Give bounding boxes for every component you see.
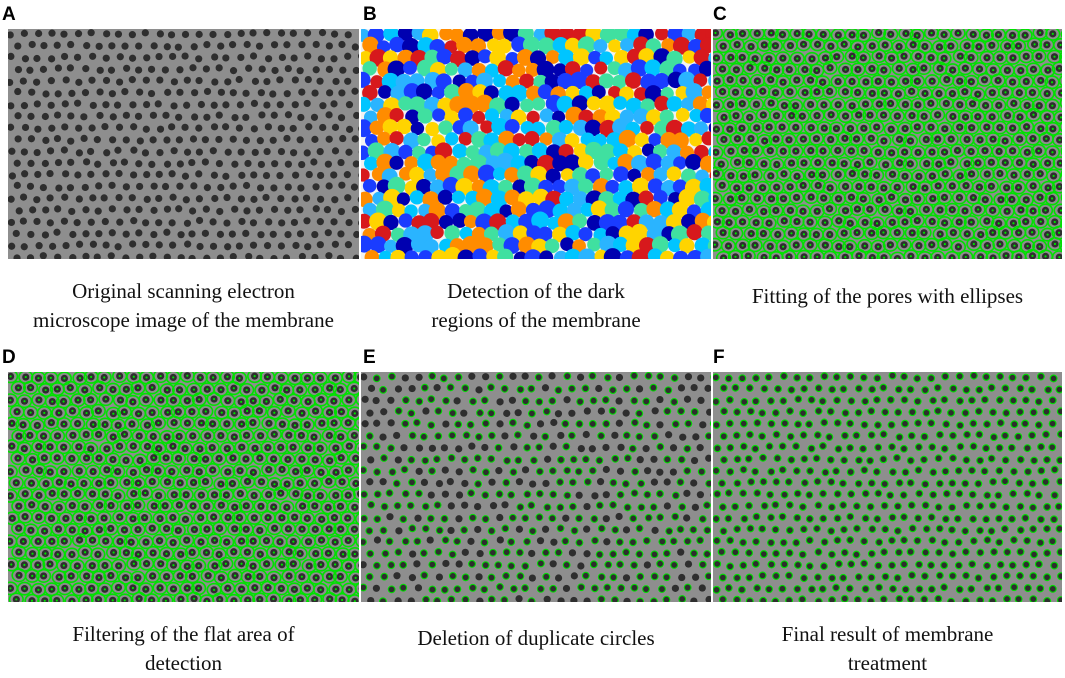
panel-letter-c: C [713,5,727,24]
panel-c-caption: Fitting of the pores with ellipses [713,282,1062,311]
panel-d-caption: Filtering of the flat area of detection [8,620,359,678]
caption-line: Fitting of the pores with ellipses [713,282,1062,311]
panel-letter-e: E [363,348,376,367]
caption-line: microscope image of the membrane [8,306,359,335]
caption-line: Filtering of the flat area of [8,620,359,649]
panel-a-sem-image [8,29,359,259]
panel-b-caption: Detection of the dark regions of the mem… [361,277,711,335]
caption-line: detection [8,649,359,678]
caption-line: regions of the membrane [361,306,711,335]
panel-b-dark-regions-image [361,29,711,259]
panel-a-caption: Original scanning electron microscope im… [8,277,359,335]
panel-f-caption: Final result of membrane treatment [713,620,1062,678]
panel-d-filtered-image [8,372,359,602]
panel-letter-b: B [363,5,377,24]
caption-line: Detection of the dark [361,277,711,306]
caption-line: treatment [713,649,1062,678]
panel-letter-d: D [2,348,16,367]
panel-e-deduplicated-image [361,372,711,602]
caption-line: Original scanning electron [8,277,359,306]
panel-f-final-image [713,372,1062,602]
panel-letter-a: A [2,5,16,24]
panel-letter-f: F [713,348,725,367]
caption-line: Final result of membrane [713,620,1062,649]
caption-line: Deletion of duplicate circles [361,624,711,653]
panel-e-caption: Deletion of duplicate circles [361,624,711,653]
panel-c-ellipse-fit-image [713,29,1062,259]
